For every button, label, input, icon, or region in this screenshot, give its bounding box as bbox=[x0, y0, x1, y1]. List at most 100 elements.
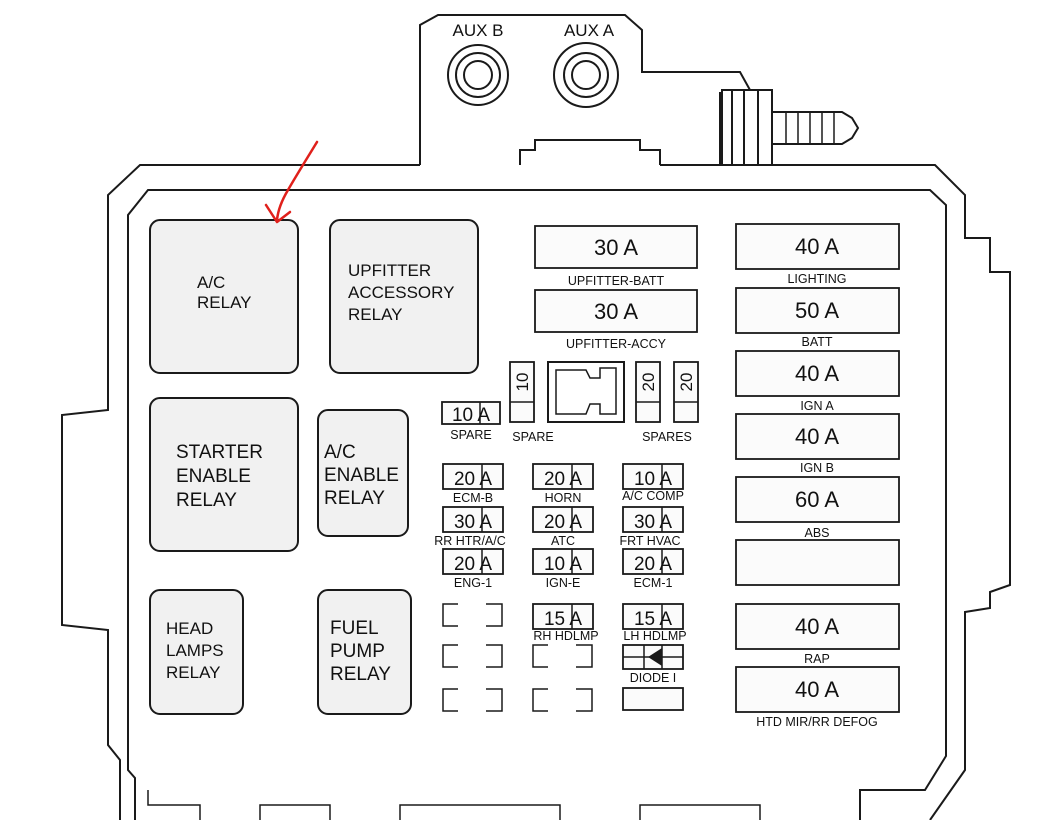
relay-ac-enable-label-2: ENABLE bbox=[324, 465, 399, 486]
empty-mini-slots bbox=[442, 603, 684, 712]
relay-ac-label-2: RELAY bbox=[197, 293, 252, 312]
relay-ac: A/C RELAY bbox=[149, 219, 299, 374]
spare-fuse-20-rating-1: 20 bbox=[639, 373, 658, 392]
relay-ac-enable-label-1: A/C bbox=[324, 442, 356, 463]
maxi-fuse-abs-rating: 60 A bbox=[795, 487, 839, 512]
maxi-fuse-upfitter-accy: 30 A UPFITTER-ACCY bbox=[534, 289, 698, 351]
spare-fuse-vertical-10: 10 SPARE bbox=[509, 361, 554, 444]
mini-fuse-lh-hdlmp: 15 A LH HDLMP bbox=[622, 603, 687, 643]
maxi-fuse-abs: 60 A ABS bbox=[735, 476, 900, 540]
relay-upfitter-label-2: ACCESSORY bbox=[348, 283, 454, 302]
maxi-fuse-ign-b: 40 A IGN B bbox=[735, 413, 900, 475]
fuse-box-housing bbox=[61, 164, 1011, 820]
spare-fuse-10a-rating: 10 A bbox=[452, 405, 490, 426]
mini-fuse-ecm-b: 20 A ECM-B bbox=[442, 463, 504, 505]
spare-fuse-vertical-rating: 10 bbox=[513, 373, 532, 392]
relay-starter-enable: STARTER ENABLE RELAY bbox=[149, 397, 299, 552]
mini-fuse-ecm-1-label: ECM-1 bbox=[634, 576, 673, 590]
diode-symbol-icon bbox=[648, 648, 662, 666]
relay-fuel-pump-label-2: PUMP bbox=[330, 641, 385, 662]
relay-head-lamps-label-1: HEAD bbox=[166, 619, 213, 638]
maxi-fuse-ign-b-label: IGN B bbox=[800, 461, 834, 475]
mini-fuse-frt-hvac-label: FRT HVAC bbox=[619, 534, 680, 548]
maxi-fuse-rap-label: RAP bbox=[804, 652, 830, 666]
mini-fuse-rr-htr-ac: 30 A RR HTR/A/C bbox=[434, 506, 506, 548]
mini-fuse-ac-comp-label: A/C COMP bbox=[622, 489, 684, 503]
maxi-fuse-ign-a: 40 A IGN A bbox=[735, 350, 900, 413]
mini-fuse-ign-e-rating: 10 A bbox=[544, 554, 582, 575]
mini-fuse-ecm-1-rating: 20 A bbox=[634, 554, 672, 575]
mini-fuse-lh-hdlmp-rating: 15 A bbox=[634, 609, 672, 630]
relay-starter-label-3: RELAY bbox=[176, 490, 237, 511]
maxi-fuse-upfitter-accy-rating: 30 A bbox=[594, 299, 638, 324]
maxi-fuse-batt-label: BATT bbox=[801, 335, 832, 349]
diode-slot: DIODE I bbox=[622, 644, 684, 685]
mini-fuse-atc: 20 A ATC bbox=[532, 506, 594, 548]
maxi-fuse-lighting-label: LIGHTING bbox=[787, 272, 846, 286]
mini-fuse-atc-label: ATC bbox=[551, 534, 575, 548]
relay-fuel-pump-label-1: FUEL bbox=[330, 618, 379, 639]
mini-fuse-horn-rating: 20 A bbox=[544, 469, 582, 490]
maxi-fuse-ign-a-label: IGN A bbox=[800, 399, 834, 413]
maxi-fuse-htd-mir-rr-defog: 40 A HTD MIR/RR DEFOG bbox=[735, 666, 900, 729]
relay-upfitter-accessory: UPFITTER ACCESSORY RELAY bbox=[329, 219, 479, 374]
mini-fuse-ecm-b-label: ECM-B bbox=[453, 491, 493, 505]
relay-head-lamps-label-2: LAMPS bbox=[166, 641, 224, 660]
mini-fuse-rh-hdlmp-rating: 15 A bbox=[544, 609, 582, 630]
maxi-fuse-rap-rating: 40 A bbox=[795, 614, 839, 639]
maxi-fuse-abs-label: ABS bbox=[804, 526, 829, 540]
maxi-fuse-upfitter-batt-rating: 30 A bbox=[594, 235, 638, 260]
terminal-block bbox=[419, 14, 860, 166]
relay-ac-label-1: A/C bbox=[197, 273, 225, 292]
spare-fuse-label-2: SPARE bbox=[512, 430, 553, 444]
maxi-fuse-lighting-rating: 40 A bbox=[795, 234, 839, 259]
relay-head-lamps: HEAD LAMPS RELAY bbox=[149, 589, 244, 715]
spares-label: SPARES bbox=[642, 430, 692, 444]
mini-fuse-horn-label: HORN bbox=[545, 491, 582, 505]
mini-fuse-ac-comp-rating: 10 A bbox=[634, 469, 672, 490]
mini-fuse-rr-htr-ac-rating: 30 A bbox=[454, 512, 492, 533]
annotation-arrow-icon bbox=[264, 140, 319, 224]
mini-fuse-frt-hvac: 30 A FRT HVAC bbox=[619, 506, 684, 548]
maxi-fuse-empty-slot bbox=[735, 539, 900, 586]
mini-fuse-rr-htr-ac-label: RR HTR/A/C bbox=[434, 534, 506, 548]
mini-fuse-ecm-b-rating: 20 A bbox=[454, 469, 492, 490]
mini-fuse-eng-1-label: ENG-1 bbox=[454, 576, 492, 590]
maxi-fuse-ign-b-rating: 40 A bbox=[795, 424, 839, 449]
maxi-fuse-batt: 50 A BATT bbox=[735, 287, 900, 349]
diode-label: DIODE I bbox=[630, 671, 677, 685]
maxi-fuse-batt-rating: 50 A bbox=[795, 298, 839, 323]
mini-fuse-ign-e: 10 A IGN-E bbox=[532, 548, 594, 590]
maxi-fuse-rap: 40 A RAP bbox=[735, 603, 900, 666]
relay-ac-enable-label-3: RELAY bbox=[324, 488, 385, 509]
maxi-fuse-htd-mir-label: HTD MIR/RR DEFOG bbox=[756, 715, 878, 729]
mini-fuse-frt-hvac-rating: 30 A bbox=[634, 512, 672, 533]
mini-fuse-rh-hdlmp-label: RH HDLMP bbox=[533, 629, 598, 643]
relay-upfitter-label-1: UPFITTER bbox=[348, 261, 431, 280]
maxi-fuse-upfitter-batt-label: UPFITTER-BATT bbox=[568, 274, 665, 288]
maxi-fuse-ign-a-rating: 40 A bbox=[795, 361, 839, 386]
spare-fuse-10a: 10 A SPARE bbox=[441, 401, 501, 442]
spare-fuse-label-1: SPARE bbox=[450, 428, 491, 442]
mini-fuse-eng-1-rating: 20 A bbox=[454, 554, 492, 575]
relay-fuel-pump-label-3: RELAY bbox=[330, 664, 391, 685]
mini-fuse-ac-comp: 10 A A/C COMP bbox=[622, 463, 684, 503]
aux-b-label: AUX B bbox=[452, 21, 503, 40]
relay-ac-enable: A/C ENABLE RELAY bbox=[317, 409, 409, 537]
mini-fuse-ecm-1: 20 A ECM-1 bbox=[622, 548, 684, 590]
relay-head-lamps-label-3: RELAY bbox=[166, 663, 221, 682]
mini-fuse-eng-1: 20 A ENG-1 bbox=[442, 548, 504, 590]
mini-fuse-lh-hdlmp-label: LH HDLMP bbox=[623, 629, 686, 643]
mini-fuse-ign-e-label: IGN-E bbox=[546, 576, 581, 590]
spare-fuses-20: 20 20 SPARES bbox=[635, 361, 699, 444]
mini-fuse-rh-hdlmp: 15 A RH HDLMP bbox=[532, 603, 599, 643]
relay-starter-label-1: STARTER bbox=[176, 442, 263, 463]
spare-fuse-20-rating-2: 20 bbox=[677, 373, 696, 392]
fuse-puller-slot bbox=[547, 361, 625, 423]
maxi-fuse-lighting: 40 A LIGHTING bbox=[735, 223, 900, 286]
mini-fuse-atc-rating: 20 A bbox=[544, 512, 582, 533]
relay-upfitter-label-3: RELAY bbox=[348, 305, 403, 324]
relay-fuel-pump: FUEL PUMP RELAY bbox=[317, 589, 412, 715]
maxi-fuse-upfitter-batt: 30 A UPFITTER-BATT bbox=[534, 225, 698, 288]
